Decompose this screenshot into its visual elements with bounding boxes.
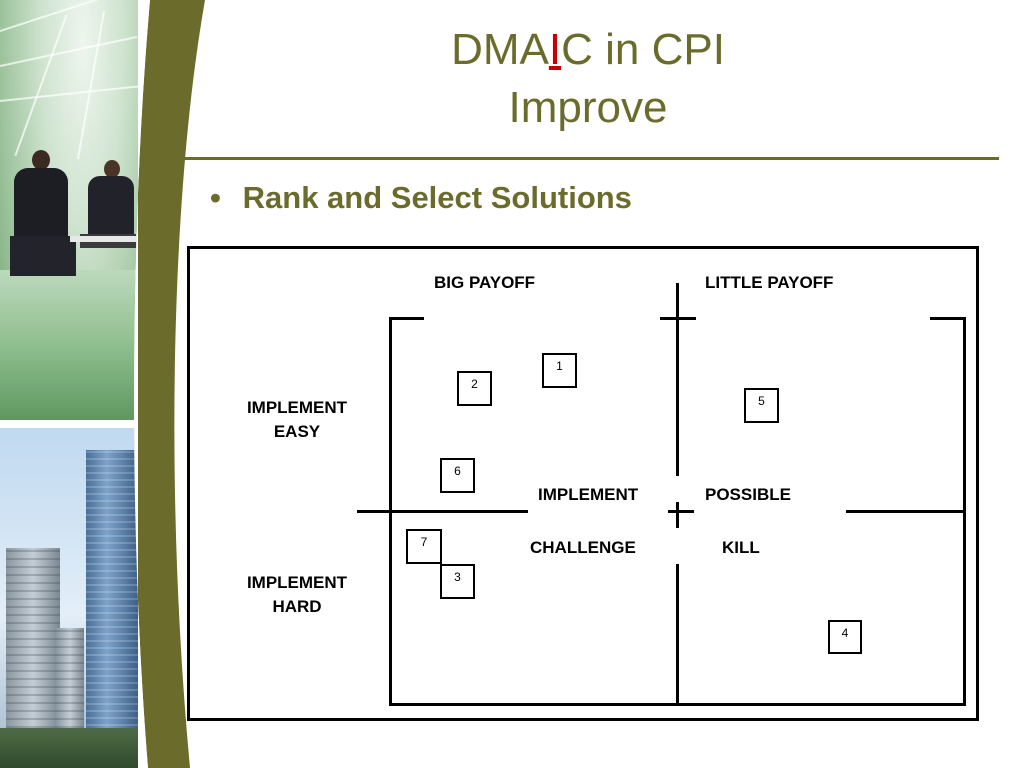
vdivider-gap-lower bbox=[675, 528, 680, 564]
solution-box-2: 2 bbox=[457, 371, 492, 406]
office-photo bbox=[0, 0, 140, 420]
col-header-big-payoff: BIG PAYOFF bbox=[434, 273, 536, 292]
slide-subtitle: Improve bbox=[508, 83, 668, 132]
olive-swoosh-decoration bbox=[133, 0, 205, 768]
row-header-implement-easy: IMPLEMENT EASY bbox=[237, 396, 357, 444]
row-header-easy-line2: EASY bbox=[273, 422, 321, 441]
title-prefix: DMA bbox=[451, 25, 549, 74]
solution-box-5: 5 bbox=[744, 388, 779, 423]
solution-box-1: 1 bbox=[542, 353, 577, 388]
title-highlight-letter: I bbox=[548, 25, 562, 74]
row-header-implement-hard: IMPLEMENT HARD bbox=[237, 571, 357, 619]
quadrant-label-implement: IMPLEMENT bbox=[538, 485, 639, 504]
row-header-easy-line1: IMPLEMENT bbox=[246, 398, 348, 417]
quadrant-label-kill: KILL bbox=[722, 538, 760, 557]
top-border-gap-right bbox=[696, 316, 930, 320]
col-header-little-payoff: LITTLE PAYOFF bbox=[705, 273, 834, 292]
solution-box-7: 7 bbox=[406, 529, 442, 564]
title-suffix: C in CPI bbox=[561, 25, 725, 74]
vdivider-gap-upper bbox=[675, 476, 680, 502]
bullet-symbol: • bbox=[210, 180, 221, 215]
divider-gap-left bbox=[528, 509, 668, 514]
bullet-point: • Rank and Select Solutions bbox=[210, 180, 632, 216]
slide-title: DMAIC in CPI bbox=[400, 22, 776, 78]
city-skyline-photo bbox=[0, 428, 138, 768]
row-header-hard-line2: HARD bbox=[272, 597, 322, 616]
row-header-hard-line1: IMPLEMENT bbox=[246, 573, 348, 592]
solution-box-4: 4 bbox=[828, 620, 862, 654]
solution-box-3: 3 bbox=[440, 564, 475, 599]
title-underline-rule bbox=[172, 157, 999, 160]
quadrant-label-possible: POSSIBLE bbox=[705, 485, 791, 504]
quadrant-label-challenge: CHALLENGE bbox=[530, 538, 636, 557]
bullet-text: Rank and Select Solutions bbox=[242, 180, 632, 215]
divider-gap-right bbox=[694, 509, 846, 514]
top-border-gap-left bbox=[424, 316, 660, 320]
solution-box-6: 6 bbox=[440, 458, 475, 493]
